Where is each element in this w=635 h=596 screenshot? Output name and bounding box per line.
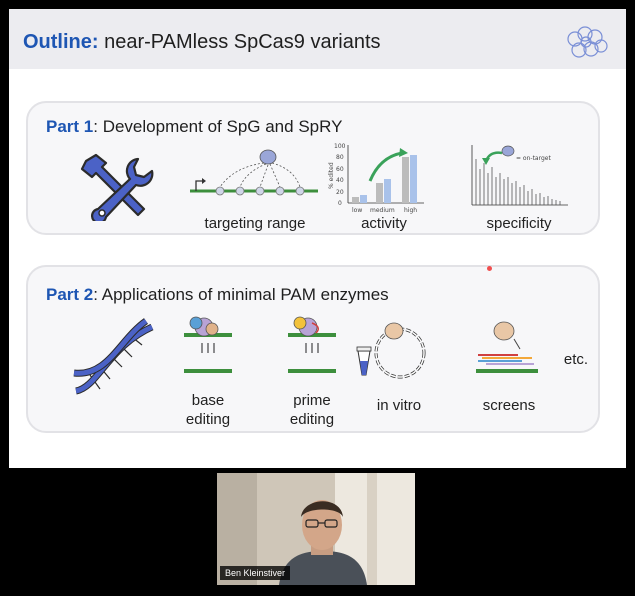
activity-cat-high: high [404, 207, 417, 214]
caption-screens: screens [482, 397, 536, 414]
in-vitro-figure [356, 322, 426, 379]
activity-tick-60: 60 [336, 166, 344, 173]
lab-logo-icon [567, 26, 608, 58]
specificity-figure: = on-target [471, 145, 568, 206]
bar-medium-a [376, 183, 383, 203]
bar-high-a [402, 157, 409, 203]
bar-low-a [352, 197, 359, 203]
laser-pointer-dot [487, 266, 492, 271]
caption-in-vitro: in vitro [376, 397, 422, 414]
activity-cat-low: low [352, 207, 362, 214]
bar-high-b [410, 155, 417, 203]
wrench-hammer-icon [80, 153, 154, 221]
activity-cat-medium: medium [370, 207, 395, 214]
prime-editing-figure [288, 316, 336, 373]
caption-base-line1: base [191, 392, 225, 409]
activity-tick-80: 80 [336, 154, 344, 161]
part1-heading: Part 1: Development of SpG and SpRY [46, 117, 342, 137]
caption-specificity: specificity [486, 215, 552, 232]
caption-prime-line1: prime [293, 392, 331, 409]
caption-etc: etc. [563, 351, 589, 368]
activity-ylabel: % edited [328, 162, 335, 189]
title-accent: Outline: [23, 31, 99, 53]
activity-bar-chart: % edited 0 20 40 60 80 100 low medium hi… [328, 143, 424, 214]
caption-base-editing: base editing [168, 391, 248, 429]
activity-tick-40: 40 [336, 177, 344, 184]
slide-title-bar: Outline: near-PAMless SpCas9 variants [9, 9, 626, 69]
caption-base-line2: editing [185, 411, 231, 428]
participant-video-feed [217, 473, 415, 585]
caption-prime-editing: prime editing [272, 391, 352, 429]
activity-tick-100: 100 [334, 143, 346, 150]
presentation-slide: Outline: near-PAMless SpCas9 variants Pa… [9, 9, 626, 468]
screens-figure [476, 321, 538, 373]
caption-prime-line2: editing [289, 411, 335, 428]
part2-box: Part 2: Applications of minimal PAM enzy… [26, 265, 600, 433]
base-editing-figure [184, 316, 232, 373]
dna-helix-icon [73, 318, 154, 395]
activity-tick-20: 20 [336, 189, 344, 196]
slide-title: Outline: near-PAMless SpCas9 variants [23, 31, 381, 54]
part1-label: Part 1 [46, 117, 94, 136]
specificity-label: = on-target [516, 155, 551, 162]
caption-activity: activity [361, 215, 407, 232]
participant-name-label: Ben Kleinstiver [220, 566, 291, 580]
bar-medium-b [384, 179, 391, 203]
bar-low-b [360, 195, 367, 203]
part1-title: : Development of SpG and SpRY [93, 117, 343, 136]
caption-targeting-range: targeting range [204, 215, 306, 232]
part2-title: : Applications of minimal PAM enzymes [93, 285, 389, 304]
part1-box: Part 1: Development of SpG and SpRY [26, 101, 600, 235]
targeting-range-figure [190, 149, 318, 196]
title-text: near-PAMless SpCas9 variants [98, 31, 381, 53]
participant-video-tile[interactable]: Ben Kleinstiver [217, 473, 415, 585]
activity-tick-0: 0 [338, 200, 342, 207]
part2-heading: Part 2: Applications of minimal PAM enzy… [46, 285, 389, 305]
part2-label: Part 2 [46, 285, 94, 304]
